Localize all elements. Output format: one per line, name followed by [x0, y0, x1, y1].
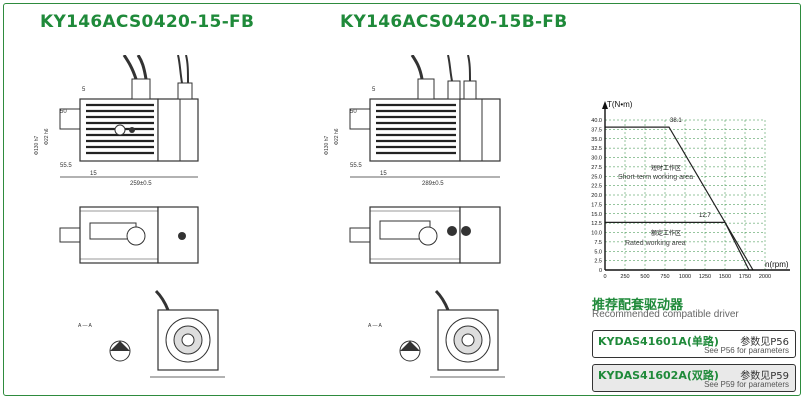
dim-length-left: 259±0.5	[130, 181, 152, 187]
driver-ref-1: 参数见P56	[740, 337, 789, 348]
x-tick-label: 1750	[739, 274, 751, 280]
chart-grid	[605, 119, 766, 270]
x-axis-label: n(rpm)	[765, 260, 789, 269]
x-tick-label: 250	[620, 274, 629, 280]
front-view-right	[349, 206, 501, 264]
y-tick-label: 7.5	[594, 240, 602, 246]
y-tick-label: 17.5	[591, 202, 602, 208]
dim-15-right: 15	[380, 171, 387, 177]
chart-curves	[605, 126, 754, 271]
dim-top-right: 5	[372, 87, 376, 93]
y-axis-label: T(N•m)	[607, 100, 633, 109]
x-tick-label: 1250	[699, 274, 711, 280]
driver-model-2: KYDAS41602A(双路)	[598, 369, 719, 382]
y-tick-label: 2.5	[594, 259, 602, 265]
driver-heading: 推荐配套驱动器	[592, 298, 684, 313]
driver-ref-2: 参数见P59	[740, 371, 789, 382]
x-tick-labels: 0 250 500 750 1000 1250 1500 1750 2000	[603, 274, 771, 280]
y-axis-arrow-icon	[602, 101, 608, 109]
peak-torque-curve	[605, 126, 754, 271]
front-view-left	[59, 206, 199, 264]
driver-subheading: Recommended compatible driver	[592, 309, 739, 320]
y-tick-label: 5.0	[594, 249, 602, 255]
section-label-left: A — A	[78, 323, 93, 329]
x-tick-label: 0	[603, 274, 606, 280]
y-tick-label: 37.5	[591, 127, 602, 133]
rated-torque-curve	[605, 221, 750, 271]
x-tick-label: 2000	[759, 274, 771, 280]
y-tick-label: 40.0	[591, 118, 602, 124]
driver-ref-en-2: See P59 for parameters	[704, 380, 789, 389]
peak-torque-label: 38.1	[670, 118, 682, 124]
dim-flange-right: Φ22 h6	[334, 128, 340, 145]
page-frame	[3, 3, 801, 396]
dim-55-right: 55.5	[350, 163, 362, 169]
x-tick-label: 1000	[679, 274, 691, 280]
dim-50-left: 50	[60, 109, 67, 115]
driver-card-1[interactable]: KYDAS41601A(单路) 参数见P56 See P56 for param…	[592, 330, 796, 358]
driver-ref-en-1: See P56 for parameters	[704, 346, 789, 355]
rated-torque-label: 12.7	[699, 213, 711, 219]
x-tick-label: 1500	[719, 274, 731, 280]
short-term-area-cn: 短时工作区	[651, 164, 681, 172]
dim-length-right: 289±0.5	[422, 181, 444, 187]
dim-shaft-right: Φ130 h7	[324, 135, 330, 155]
y-tick-label: 15.0	[591, 212, 602, 218]
motor-drawing-left: 259±0.5 5 50 55.5 15 Φ130 h7 Φ22 h6 A — …	[34, 55, 225, 378]
x-tick-label: 500	[640, 274, 649, 280]
y-tick-label: 27.5	[591, 165, 602, 171]
model-title-right: KY146ACS0420-15B-FB	[340, 12, 568, 32]
y-tick-label: 10.0	[591, 231, 602, 237]
side-view-left: 259±0.5 5 50 55.5 15 Φ130 h7 Φ22 h6	[34, 55, 199, 187]
end-view-right: A — A	[368, 289, 505, 378]
driver-card-2[interactable]: KYDAS41602A(双路) 参数见P59 See P59 for param…	[592, 364, 796, 392]
motor-drawing-right: 289±0.5 5 50 55.5 15 Φ130 h7 Φ22 h6 A — …	[324, 55, 505, 378]
y-tick-label: 35.0	[591, 137, 602, 143]
torque-speed-chart: 0 2.5 5.0 7.5 10.0 12.5 15.0 17.5 20.0 22.5 25.0 27…	[591, 100, 790, 280]
rated-area-en: Rated working area	[625, 240, 686, 247]
y-tick-label: 20.0	[591, 193, 602, 199]
section-label-right: A — A	[368, 323, 383, 329]
x-tick-label: 750	[660, 274, 669, 280]
y-tick-label: 25.0	[591, 174, 602, 180]
rated-area-cn: 额定工作区	[651, 229, 681, 237]
y-tick-label: 30.0	[591, 156, 602, 162]
dim-flange-left: Φ22 h6	[44, 128, 50, 145]
dim-50-right: 50	[350, 109, 357, 115]
driver-model-1: KYDAS41601A(单路)	[598, 335, 719, 348]
dim-shaft-left: Φ130 h7	[34, 135, 40, 155]
model-title-left: KY146ACS0420-15-FB	[40, 12, 255, 32]
side-view-right: 289±0.5 5 50 55.5 15 Φ130 h7 Φ22 h6	[324, 55, 501, 187]
short-term-area-en: Short-term working area	[618, 174, 693, 181]
dim-15-left: 15	[90, 171, 97, 177]
end-view-left: A — A	[78, 289, 225, 378]
y-tick-label: 32.5	[591, 146, 602, 152]
y-tick-labels: 0 2.5 5.0 7.5 10.0 12.5 15.0 17.5 20.0 22.5 25.0 27…	[591, 118, 602, 274]
y-tick-label: 0	[599, 268, 602, 274]
dim-55-left: 55.5	[60, 163, 72, 169]
y-tick-label: 12.5	[591, 221, 602, 227]
dim-top-left: 5	[82, 87, 86, 93]
y-tick-label: 22.5	[591, 184, 602, 190]
